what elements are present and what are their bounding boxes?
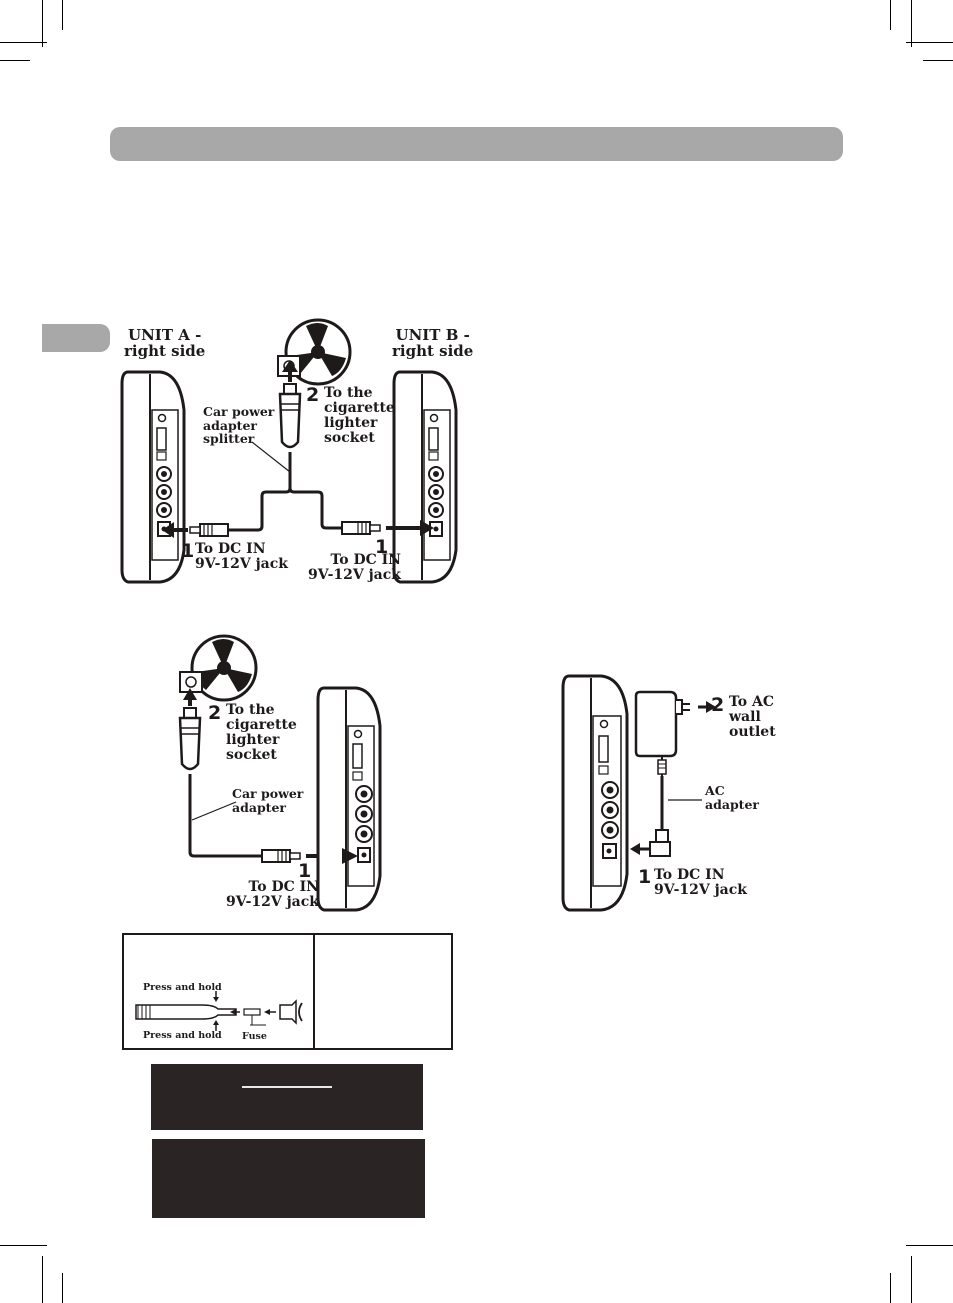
arrow-icon — [342, 848, 358, 864]
step2-number: 2 — [208, 702, 222, 724]
crop-mark — [0, 60, 30, 61]
step1b-number: 1 — [375, 536, 389, 558]
warning-underline — [242, 1086, 332, 1088]
warning-box-bottom — [152, 1139, 425, 1218]
crop-mark — [0, 42, 47, 43]
crop-mark — [890, 1273, 891, 1303]
fuse-box-divider — [313, 935, 315, 1048]
step1-text: To DC IN 9V-12V jack — [654, 867, 747, 899]
fuse-label: Fuse — [242, 1031, 267, 1042]
crop-mark — [911, 0, 912, 47]
side-tab — [42, 324, 110, 352]
fan-icon — [277, 318, 352, 386]
step1a-number: 1 — [181, 540, 195, 562]
crop-mark — [62, 0, 63, 30]
step2-text: To the cigarette lighter socket — [324, 385, 395, 447]
step1b-text: To DC IN 9V-12V jack — [308, 552, 401, 584]
crop-mark — [906, 42, 953, 43]
ac-adapter-icon — [630, 690, 716, 857]
step2-text: To AC wall outlet — [729, 694, 776, 741]
crop-mark — [42, 0, 43, 47]
unit-a-label: UNIT A - right side — [124, 326, 206, 361]
step1a-text: To DC IN 9V-12V jack — [195, 541, 288, 573]
section-header-bar — [110, 127, 843, 161]
crop-mark — [890, 0, 891, 30]
adapter-label: AC adapter — [705, 783, 759, 812]
step2-number: 2 — [711, 694, 725, 716]
ac-unit-device — [561, 674, 629, 912]
adapter-label: Car power adapter — [232, 786, 304, 815]
unit-b-label: UNIT B - right side — [392, 326, 474, 361]
crop-mark — [42, 1256, 43, 1303]
press-hold-bottom-label: Press and hold — [143, 1030, 222, 1041]
crop-mark — [923, 60, 953, 61]
splitter-cable — [162, 360, 434, 538]
fuse-diagram — [135, 991, 303, 1031]
step1-text: To DC IN 9V-12V jack — [226, 879, 319, 911]
crop-mark — [62, 1273, 63, 1303]
step2-text: To the cigarette lighter socket — [226, 702, 297, 764]
step2-number: 2 — [306, 384, 320, 406]
fuse-replacement-box: Press and hold Press and hold Fuse — [122, 933, 453, 1050]
splitter-label: Car power adapter splitter — [203, 404, 275, 446]
crop-mark — [0, 1245, 47, 1246]
crop-mark — [906, 1245, 953, 1246]
press-hold-top-label: Press and hold — [143, 982, 222, 993]
car-unit-device — [316, 686, 382, 912]
crop-mark — [911, 1256, 912, 1303]
step1-number: 1 — [638, 866, 652, 888]
step1-number: 1 — [298, 860, 312, 882]
warning-box-top — [151, 1064, 423, 1130]
